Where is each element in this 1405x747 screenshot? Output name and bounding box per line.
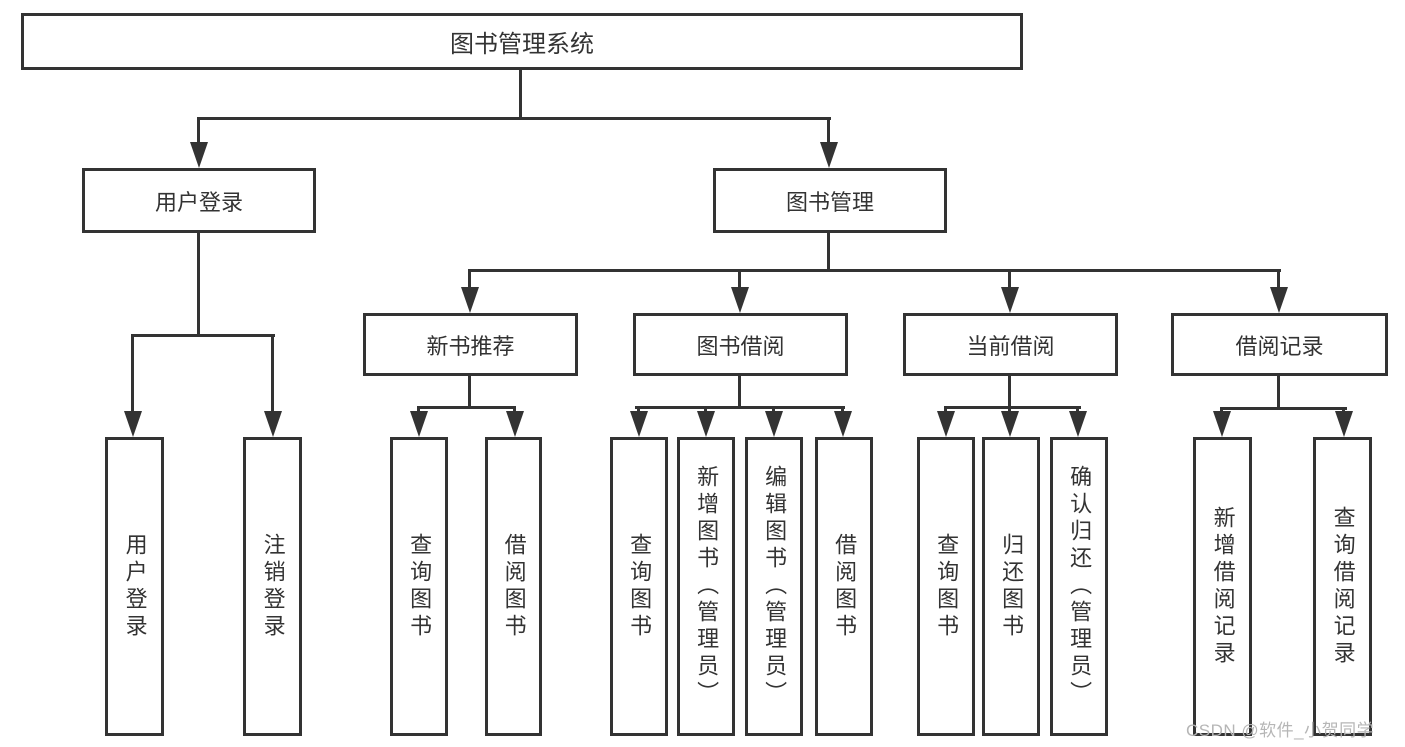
leaf-bb-borrow-books: 借阅图书: [815, 437, 873, 736]
arrow-down-icon: [765, 411, 783, 437]
connector-line: [704, 406, 707, 415]
leaf-cb-confirm-return-admin: 确认归还（管理员）: [1050, 437, 1108, 736]
node-library-management-system: 图书管理系统: [21, 13, 1023, 70]
csdn-watermark: CSDN @软件_小贺同学: [1186, 721, 1375, 740]
leaf-cb-confirm-return-admin-label: 确认归还（管理员）: [1067, 465, 1093, 708]
leaf-bb-borrow-books-label: 借阅图书: [832, 532, 858, 641]
connector-line: [738, 376, 741, 409]
connector-line: [1277, 269, 1280, 291]
connector-line: [468, 376, 471, 409]
connector-line: [417, 406, 516, 409]
connector-line: [271, 334, 274, 414]
connector-line: [417, 406, 420, 415]
connector-line: [841, 406, 844, 415]
leaf-br-add-record: 新增借阅记录: [1193, 437, 1252, 736]
arrow-down-icon: [410, 411, 428, 437]
leaf-logout: 注销登录: [243, 437, 302, 736]
connector-line: [944, 406, 947, 415]
connector-line: [1008, 376, 1011, 409]
arrow-down-icon: [1335, 411, 1353, 437]
arrow-down-icon: [1001, 411, 1019, 437]
leaf-logout-label: 注销登录: [260, 532, 286, 641]
connector-line: [1076, 406, 1079, 415]
connector-line: [1008, 406, 1011, 415]
connector-line: [637, 406, 640, 415]
connector-line: [1008, 269, 1011, 291]
arrow-down-icon: [1270, 287, 1288, 313]
arrow-down-icon: [834, 411, 852, 437]
leaf-rec-borrow-books: 借阅图书: [485, 437, 542, 736]
leaf-br-query-record: 查询借阅记录: [1313, 437, 1372, 736]
arrow-down-icon: [820, 142, 838, 168]
connector-line: [131, 334, 275, 337]
leaf-rec-query-books-label: 查询图书: [407, 532, 433, 641]
arrow-down-icon: [124, 411, 142, 437]
arrow-down-icon: [697, 411, 715, 437]
node-user-login: 用户登录: [82, 168, 316, 233]
connector-line: [513, 406, 516, 415]
leaf-user-login-label: 用户登录: [122, 532, 148, 641]
arrow-down-icon: [506, 411, 524, 437]
leaf-bb-add-books-admin-label: 新增图书（管理员）: [694, 465, 720, 708]
arrow-down-icon: [461, 287, 479, 313]
arrow-down-icon: [937, 411, 955, 437]
connector-line: [198, 117, 831, 120]
leaf-bb-edit-books-admin: 编辑图书（管理员）: [745, 437, 803, 736]
leaf-rec-borrow-books-label: 借阅图书: [501, 532, 527, 641]
arrow-down-icon: [1001, 287, 1019, 313]
connector-line: [738, 269, 741, 291]
node-new-book-recommendation: 新书推荐: [363, 313, 578, 376]
leaf-rec-query-books: 查询图书: [390, 437, 448, 736]
connector-line: [131, 334, 134, 414]
node-current-borrowing: 当前借阅: [903, 313, 1118, 376]
arrow-down-icon: [630, 411, 648, 437]
leaf-cb-return-books: 归还图书: [982, 437, 1040, 736]
leaf-bb-query-books-label: 查询图书: [627, 532, 653, 641]
leaf-bb-edit-books-admin-label: 编辑图书（管理员）: [762, 465, 788, 708]
node-book-management: 图书管理: [713, 168, 947, 233]
node-book-borrowing: 图书借阅: [633, 313, 848, 376]
connector-line: [519, 69, 522, 119]
connector-line: [827, 117, 830, 145]
leaf-bb-add-books-admin: 新增图书（管理员）: [677, 437, 735, 736]
connector-line: [1220, 407, 1347, 410]
leaf-cb-return-books-label: 归还图书: [999, 532, 1025, 641]
leaf-br-query-record-label: 查询借阅记录: [1330, 505, 1356, 668]
connector-line: [1277, 376, 1280, 410]
connector-line: [772, 406, 775, 415]
arrow-down-icon: [190, 142, 208, 168]
node-borrowing-records: 借阅记录: [1171, 313, 1388, 376]
connector-line: [197, 117, 200, 145]
leaf-bb-query-books: 查询图书: [610, 437, 668, 736]
arrow-down-icon: [1213, 411, 1231, 437]
leaf-user-login: 用户登录: [105, 437, 164, 736]
arrow-down-icon: [1069, 411, 1087, 437]
leaf-br-add-record-label: 新增借阅记录: [1210, 505, 1236, 668]
connector-line: [468, 269, 1281, 272]
leaf-cb-query-books-label: 查询图书: [934, 532, 960, 641]
leaf-cb-query-books: 查询图书: [917, 437, 975, 736]
connector-line: [197, 233, 200, 337]
arrow-down-icon: [264, 411, 282, 437]
connector-line: [635, 406, 845, 409]
arrow-down-icon: [731, 287, 749, 313]
connector-line: [827, 233, 830, 272]
connector-line: [944, 406, 1081, 409]
connector-line: [468, 269, 471, 291]
